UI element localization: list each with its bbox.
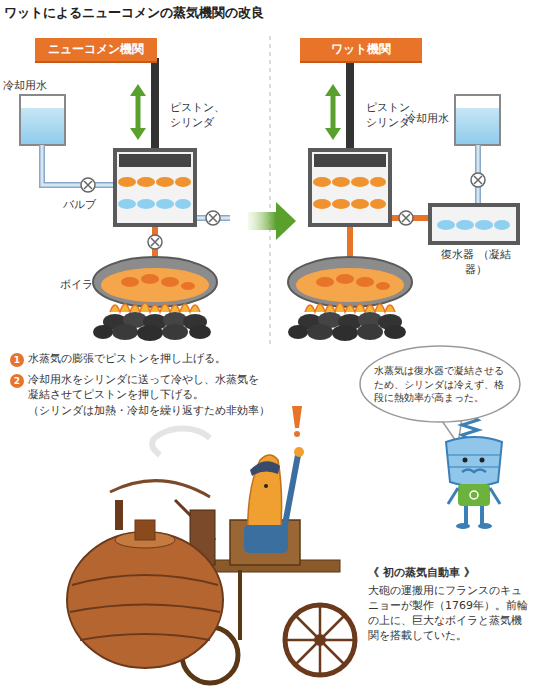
caption-heading: 《 初の蒸気自動車 》 bbox=[368, 566, 528, 581]
speech-bubble: 水蒸気は復水器で凝結させるため、シリンダは冷えず、格段に熱効率が高まった。 bbox=[358, 344, 522, 424]
diagram-title: ワットによるニューコメンの蒸気機関の改良 bbox=[4, 4, 264, 22]
callout-text: 2 bbox=[14, 376, 20, 386]
part-label: 復水器 （凝結器） bbox=[438, 248, 514, 278]
part-label: ボイラ bbox=[60, 278, 93, 293]
band-text: ワット機関 bbox=[331, 42, 391, 56]
part-label: 冷却用水 bbox=[405, 112, 449, 127]
note-text: 冷却用水をシリンダに送って冷やし、水蒸気を凝結させてピストンを押し下げる。 bbox=[28, 373, 264, 403]
part-label: ピストン、シリンダ bbox=[170, 101, 230, 131]
callout-number: 1 bbox=[10, 353, 24, 367]
part-label: 冷却用水 bbox=[3, 79, 47, 94]
caption-text: 大砲の運搬用にフランスのキュニョーが製作（1769年）。前輪の上に、巨大なボイラ… bbox=[368, 584, 528, 643]
part-label: バルブ bbox=[63, 198, 96, 213]
callout-text: 1 bbox=[14, 355, 20, 365]
callout-number: 2 bbox=[10, 374, 24, 388]
header-band: ニューコメン機関 bbox=[35, 38, 157, 63]
bubble-text: 水蒸気は復水器で凝結させるため、シリンダは冷えず、格段に熱効率が高まった。 bbox=[358, 364, 522, 405]
header-band: ワット機関 bbox=[300, 38, 422, 63]
band-text: ニューコメン機関 bbox=[48, 42, 144, 56]
note-text: （シリンダは加熱・冷却を繰り返すため非効率） bbox=[28, 404, 278, 419]
note-text: 水蒸気の膨張でピストンを押し上げる。 bbox=[28, 352, 268, 367]
